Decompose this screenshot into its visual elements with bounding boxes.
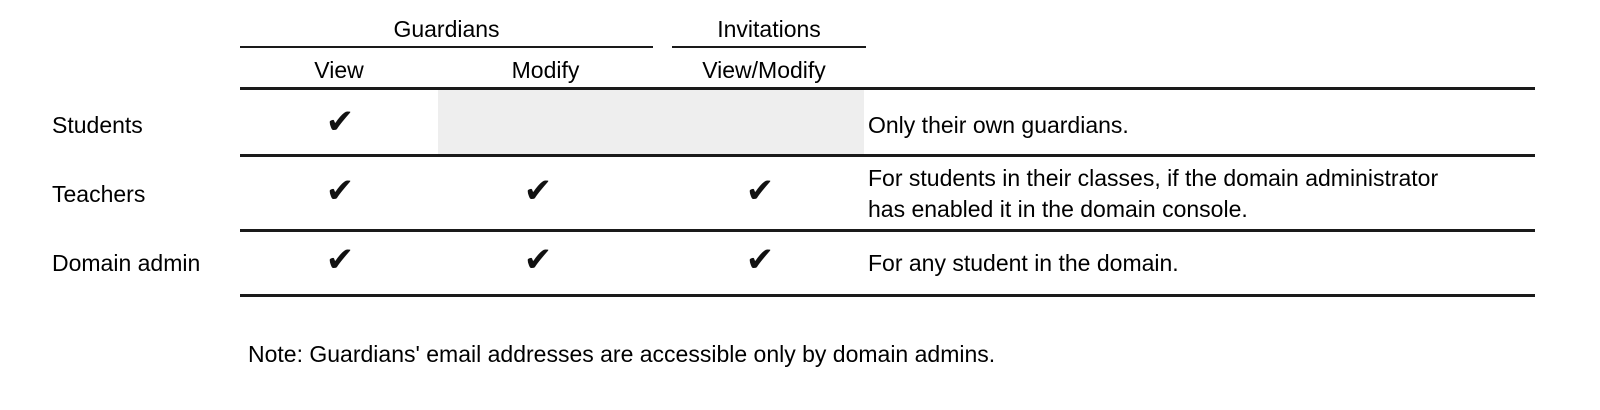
check-teachers-invitations-view-modify: ✔ — [745, 171, 775, 211]
check-domain-admin-invitations-view-modify: ✔ — [745, 240, 775, 280]
table-bottom-rule — [240, 294, 1535, 297]
row-label-students: Students — [52, 112, 143, 138]
check-domain-admin-guardians-view: ✔ — [325, 240, 355, 280]
description-line: For any student in the domain. — [868, 250, 1179, 276]
row-rule-after-teachers — [240, 229, 1535, 232]
check-domain-admin-guardians-modify: ✔ — [523, 240, 553, 280]
group-rule-invitations — [672, 46, 866, 48]
description-teachers: For students in their classes, if the do… — [868, 163, 1548, 225]
check-teachers-guardians-modify: ✔ — [523, 171, 553, 211]
description-line: Only their own guardians. — [868, 112, 1129, 138]
description-students: Only their own guardians. — [868, 110, 1528, 141]
check-teachers-guardians-view: ✔ — [325, 171, 355, 211]
row-label-teachers: Teachers — [52, 181, 146, 207]
row-label-domain-admin: Domain admin — [52, 250, 201, 276]
group-rule-guardians — [240, 46, 653, 48]
description-line: For students in their classes, if the do… — [868, 165, 1439, 191]
table-note: Note: Guardians' email addresses are acc… — [248, 341, 996, 367]
row-rule-after-students — [240, 154, 1535, 157]
shaded-cell-students-modify — [438, 90, 864, 154]
description-line: has enabled it in the domain console. — [868, 196, 1248, 222]
column-header-guardians-view: View — [314, 57, 364, 83]
check-students-guardians-view: ✔ — [325, 102, 355, 142]
group-header-guardians: Guardians — [393, 16, 500, 42]
table-top-rule — [240, 87, 1535, 90]
group-header-invitations: Invitations — [717, 16, 821, 42]
column-header-guardians-modify: Modify — [511, 57, 580, 83]
description-domain-admin: For any student in the domain. — [868, 248, 1528, 279]
column-header-invitations-view-modify: View/Modify — [702, 57, 826, 83]
